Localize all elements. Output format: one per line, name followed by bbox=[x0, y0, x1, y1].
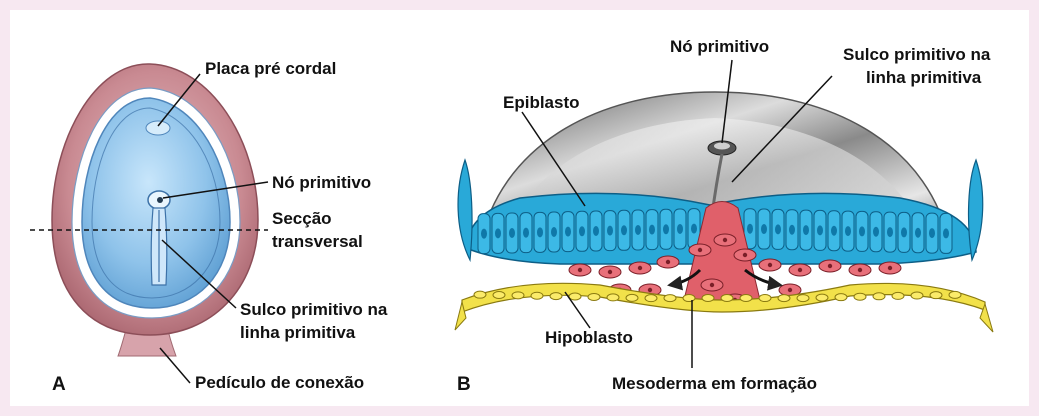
epiblast-nucleus bbox=[929, 228, 935, 238]
label-prechordal-plate: Placa pré cordal bbox=[205, 59, 336, 78]
mesoderm-nucleus bbox=[888, 266, 892, 270]
mesoderm-nucleus bbox=[698, 248, 702, 252]
label-primitive-groove-b-1: Sulco primitivo na bbox=[843, 45, 991, 64]
hypoblast-cell bbox=[721, 295, 733, 302]
panel-b: Nó primitivo Sulco primitivo na linha pr… bbox=[455, 37, 993, 395]
hypoblast-cell bbox=[892, 292, 904, 299]
epiblast-nucleus bbox=[803, 225, 809, 235]
mesoderm-nucleus bbox=[666, 260, 670, 264]
hypoblast-cell bbox=[778, 295, 790, 302]
hypoblast-cell bbox=[588, 293, 600, 300]
epiblast-nucleus bbox=[845, 226, 851, 236]
hypoblast-cell bbox=[702, 295, 714, 302]
epiblast-nucleus bbox=[915, 228, 921, 238]
hypoblast-cell bbox=[740, 295, 752, 302]
panel-letter-a: A bbox=[52, 374, 66, 395]
epiblast-nucleus bbox=[789, 225, 795, 235]
epiblast-nucleus bbox=[677, 224, 683, 234]
epiblast-nucleus bbox=[523, 228, 529, 238]
label-forming-mesoderm: Mesoderma em formação bbox=[612, 374, 817, 393]
mesoderm-nucleus bbox=[743, 253, 747, 257]
label-hypoblast: Hipoblasto bbox=[545, 328, 633, 347]
epiblast-nucleus bbox=[509, 228, 515, 238]
mesoderm-nucleus bbox=[798, 268, 802, 272]
hypoblast-cell bbox=[645, 295, 657, 302]
epiblast-nucleus bbox=[579, 226, 585, 236]
hypoblast-cell bbox=[607, 294, 619, 301]
hypoblast-cell bbox=[683, 295, 695, 302]
mesoderm-nucleus bbox=[710, 283, 714, 287]
epiblast-nucleus bbox=[593, 226, 599, 236]
label-cross-section-2: transversal bbox=[272, 232, 363, 251]
hypoblast-cell bbox=[797, 295, 809, 302]
label-primitive-groove-a-2: linha primitiva bbox=[240, 323, 356, 342]
epiblast-nucleus bbox=[761, 224, 767, 234]
epiblast-nucleus bbox=[817, 225, 823, 235]
label-primitive-node-a: Nó primitivo bbox=[272, 173, 371, 192]
epiblast-nucleus bbox=[635, 225, 641, 235]
epiblast-nucleus bbox=[887, 227, 893, 237]
label-primitive-groove-b-2: linha primitiva bbox=[866, 68, 982, 87]
prechordal-plate-shape bbox=[146, 121, 170, 135]
hypoblast-cell bbox=[664, 295, 676, 302]
label-cross-section-1: Secção bbox=[272, 209, 332, 228]
epiblast-nucleus bbox=[495, 228, 501, 238]
label-primitive-node-b: Nó primitivo bbox=[670, 37, 769, 56]
hypoblast-cell bbox=[816, 294, 828, 301]
hypoblast-cell bbox=[569, 293, 581, 300]
panel-letter-b: B bbox=[457, 374, 471, 395]
epiblast-nucleus bbox=[691, 224, 697, 234]
hypoblast-cell bbox=[835, 294, 847, 301]
hypoblast-cell bbox=[626, 294, 638, 301]
epiblast-nucleus bbox=[663, 224, 669, 234]
epiblast-nucleus bbox=[481, 229, 487, 239]
label-connecting-stalk: Pedículo de conexão bbox=[195, 373, 364, 392]
epiblast-nucleus bbox=[607, 226, 613, 236]
mesoderm-nucleus bbox=[858, 268, 862, 272]
epiblast-nucleus bbox=[901, 227, 907, 237]
epiblast-nucleus bbox=[943, 228, 949, 238]
hypoblast-cell bbox=[911, 292, 923, 299]
hypoblast-cell bbox=[854, 293, 866, 300]
hypoblast-cell bbox=[531, 292, 543, 299]
hypoblast-cell bbox=[949, 291, 961, 298]
hypoblast-cell bbox=[493, 292, 505, 299]
mesoderm-nucleus bbox=[648, 288, 652, 292]
epiblast-nucleus bbox=[649, 225, 655, 235]
hypoblast-cell bbox=[474, 291, 486, 298]
epiblast-nucleus bbox=[537, 227, 543, 237]
label-primitive-groove-a-1: Sulco primitivo na bbox=[240, 300, 388, 319]
epiblast-nucleus bbox=[565, 227, 571, 237]
epiblast-nucleus bbox=[859, 226, 865, 236]
mesoderm-nucleus bbox=[768, 263, 772, 267]
mesoderm-nucleus bbox=[608, 270, 612, 274]
hypoblast-cell bbox=[512, 292, 524, 299]
panel-a: Placa pré cordal Nó primitivo Secção tra… bbox=[30, 59, 388, 395]
mesoderm-nucleus bbox=[723, 238, 727, 242]
epiblast-nucleus bbox=[621, 225, 627, 235]
epiblast-nucleus bbox=[873, 227, 879, 237]
mesoderm-nucleus bbox=[578, 268, 582, 272]
hypoblast-cell bbox=[873, 293, 885, 300]
epiblast-nucleus bbox=[775, 224, 781, 234]
epiblast-nucleus bbox=[831, 226, 837, 236]
mesoderm-nucleus bbox=[638, 266, 642, 270]
epiblast-nucleus bbox=[747, 224, 753, 234]
mesoderm-nucleus bbox=[828, 264, 832, 268]
hypoblast-cell bbox=[550, 293, 562, 300]
hypoblast-cell bbox=[930, 292, 942, 299]
label-epiblast: Epiblasto bbox=[503, 93, 580, 112]
mesoderm-nucleus bbox=[788, 288, 792, 292]
hypoblast-cell bbox=[759, 295, 771, 302]
epiblast-nucleus bbox=[551, 227, 557, 237]
